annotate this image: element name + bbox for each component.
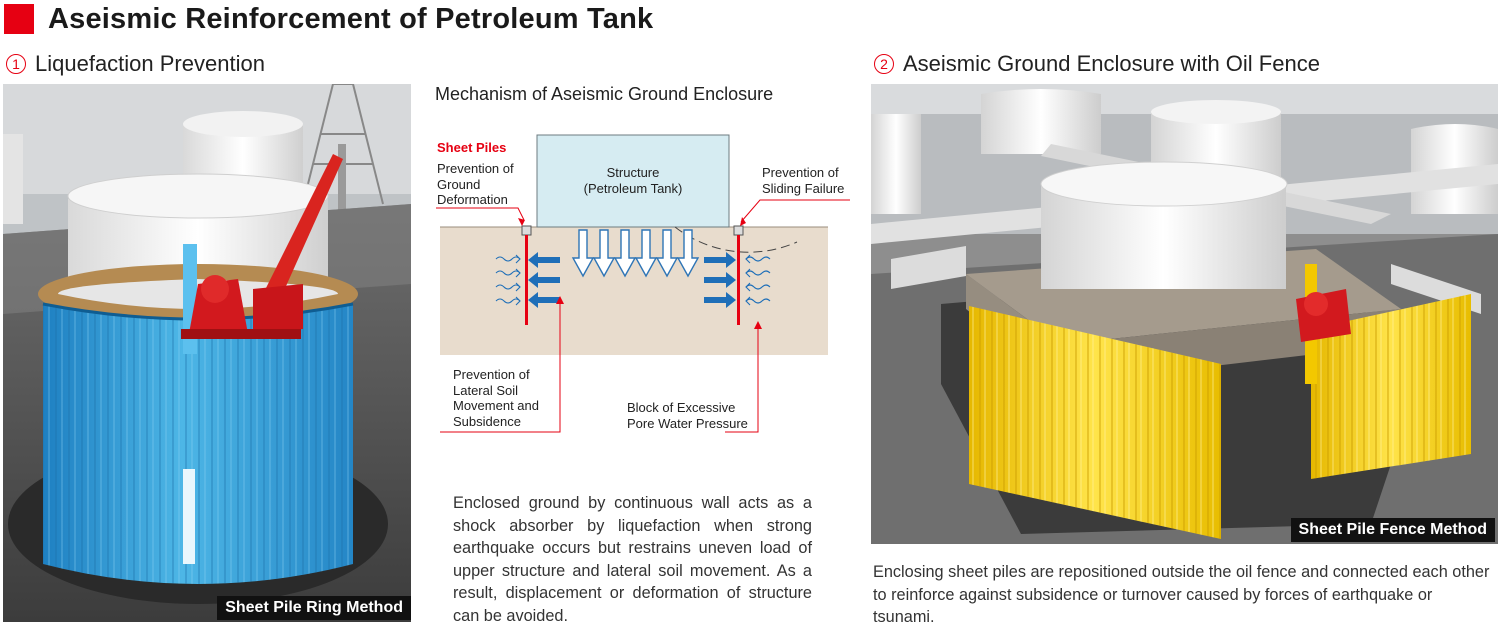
label-line: Prevention of: [762, 165, 839, 180]
pile-cap-right: [733, 225, 744, 236]
ground-deformation-label: Prevention of Ground Deformation: [437, 161, 514, 208]
label-line: Deformation: [437, 192, 508, 207]
red-square-icon: [4, 4, 34, 34]
mechanism-diagram: [436, 134, 850, 433]
sliding-failure-label: Prevention of Sliding Failure: [762, 165, 844, 196]
section-number-badge: 2: [874, 54, 894, 74]
label-line: Sliding Failure: [762, 180, 845, 196]
label-line: Prevention of: [437, 161, 514, 176]
lateral-arrows-left: [528, 252, 560, 308]
ring-method-tag: Sheet Pile Ring Method: [217, 596, 411, 620]
label-line: Structure: [606, 165, 660, 180]
label-line: Ground: [437, 176, 481, 192]
fence-method-tag: Sheet Pile Fence Method: [1290, 518, 1495, 542]
load-arrows: [571, 229, 700, 278]
lateral-soil-label: Prevention of Lateral Soil Movement and …: [453, 367, 539, 429]
soil-block: [440, 227, 828, 355]
page-title-bar: Aseismic Reinforcement of Petroleum Tank: [4, 2, 653, 36]
structure-block: [536, 134, 730, 228]
leader-lines: [436, 199, 850, 433]
label-line: Subsidence: [453, 413, 521, 429]
structure-label: Structure (Petroleum Tank): [537, 165, 729, 196]
section-number-badge: 1: [6, 54, 26, 74]
section-heading-liquefaction: 1 Liquefaction Prevention: [6, 51, 265, 77]
label-line: (Petroleum Tank): [583, 180, 683, 196]
section-heading-oil-fence: 2 Aseismic Ground Enclosure with Oil Fen…: [874, 51, 1320, 77]
fence-method-illustration: Sheet Pile Fence Method: [871, 84, 1498, 544]
pore-water-waves-left: [495, 254, 521, 306]
leader-arrowheads: [518, 217, 762, 329]
pore-water-waves-right: [745, 254, 771, 306]
label-line: Lateral Soil: [453, 382, 519, 398]
pile-cap-left: [521, 225, 532, 236]
lateral-arrows-right: [704, 252, 736, 308]
section-heading-text: Aseismic Ground Enclosure with Oil Fence: [903, 51, 1320, 76]
sheet-piles-label: Sheet Piles: [437, 140, 507, 155]
label-line: Pore Water Pressure: [627, 415, 748, 431]
section-heading-text: Liquefaction Prevention: [35, 51, 265, 76]
label-line: Block of Excessive: [627, 400, 736, 415]
page-title: Aseismic Reinforcement of Petroleum Tank: [48, 2, 654, 35]
fence-method-description: Enclosing sheet piles are repositioned o…: [873, 563, 1490, 625]
ring-method-illustration: Sheet Pile Ring Method: [3, 84, 411, 622]
label-line: Movement and: [453, 398, 539, 413]
pore-water-label: Block of Excessive Pore Water Pressure: [627, 400, 748, 431]
mechanism-title: Mechanism of Aseismic Ground Enclosure: [435, 84, 774, 104]
mechanism-description: Enclosed ground by continuous wall acts …: [453, 494, 812, 625]
label-line: Prevention of: [453, 367, 530, 382]
